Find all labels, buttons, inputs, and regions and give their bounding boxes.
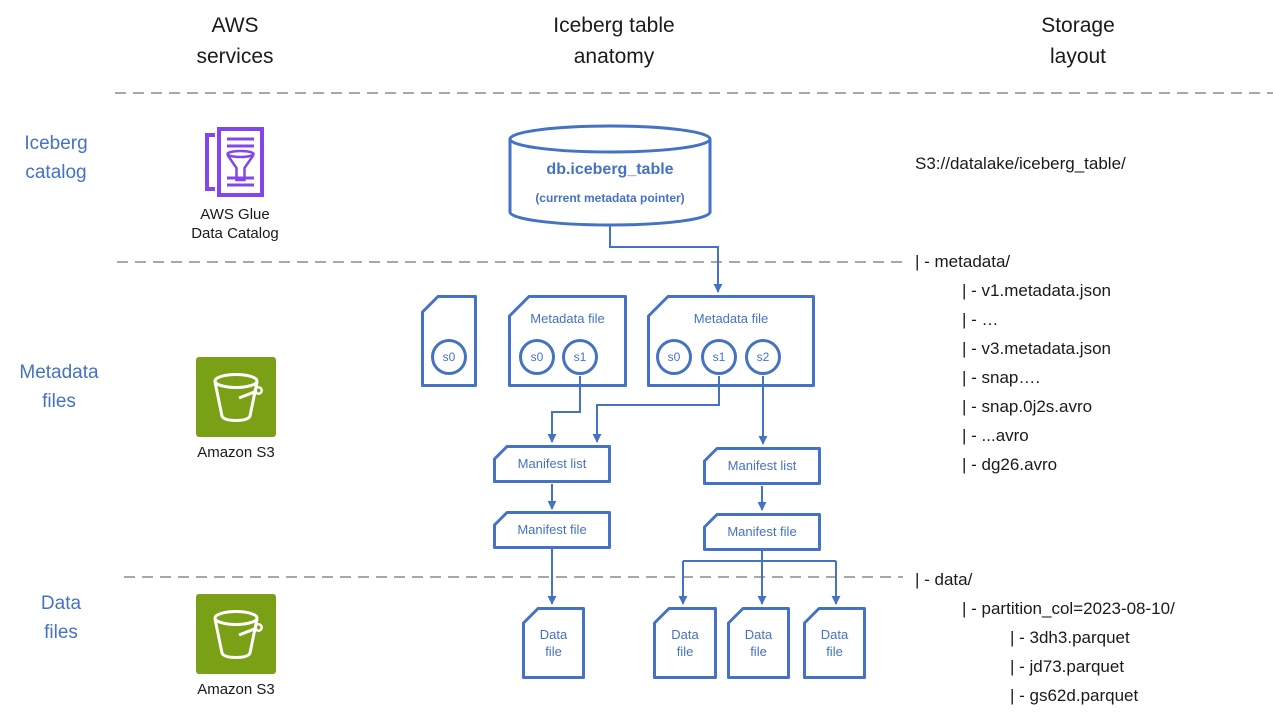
metadata-file-box-3: Metadata file s0 s1 s2 <box>647 295 815 387</box>
separator-header <box>115 92 1273 94</box>
tree-line: | - v3.metadata.json <box>962 339 1111 358</box>
s3-bucket-icon <box>196 357 276 437</box>
tree-line: | - partition_col=2023-08-10/ <box>962 599 1175 618</box>
s3-bucket-icon <box>196 594 276 674</box>
snapshot-circle: s1 <box>701 339 737 375</box>
cylinder-table-name: db.iceberg_table <box>546 161 674 178</box>
tree-line: | - data/ <box>915 570 973 589</box>
tree-line: | - jd73.parquet <box>1010 657 1125 676</box>
data-file-box-2: Data file <box>653 607 717 679</box>
catalog-table-cylinder: db.iceberg_table (current metadata point… <box>507 123 713 227</box>
data-file-label: Data file <box>671 627 699 659</box>
data-file-label: Data file <box>820 627 849 659</box>
data-file-box-1: Data file <box>522 607 585 679</box>
manifest-file-label: Manifest file <box>517 522 587 537</box>
column-header-aws-services: AWS services <box>196 14 274 68</box>
tree-line: | - dg26.avro <box>962 455 1058 474</box>
snapshot-circle: s0 <box>431 339 467 375</box>
storage-metadata-tree: | - metadata/ | - v1.metadata.json | - …… <box>915 247 1111 479</box>
metadata-file-box-1: s0 <box>421 295 477 387</box>
manifest-file-box-1: Manifest file <box>493 511 611 549</box>
metadata-file-box-2: Metadata file s0 s1 <box>508 295 627 387</box>
manifest-list-label: Manifest list <box>517 456 587 471</box>
tree-line: | - metadata/ <box>915 252 1011 271</box>
row-label-metadata-files: Metadata files <box>19 362 99 412</box>
tree-line: | - gs62d.parquet <box>1010 686 1139 705</box>
row-label-data-files: Data files <box>40 593 82 643</box>
snapshot-circle: s0 <box>519 339 555 375</box>
tree-line: | - … <box>962 310 999 329</box>
data-file-box-3: Data file <box>727 607 790 679</box>
column-header-storage-layout: Storage layout <box>1041 14 1115 68</box>
metadata-file-label: Metadata file <box>693 311 769 326</box>
s3-caption-data: Amazon S3 <box>197 681 275 698</box>
manifest-list-label: Manifest list <box>727 458 797 473</box>
glue-data-catalog-caption: AWS Glue Data Catalog <box>191 206 279 242</box>
manifest-list-box-2: Manifest list <box>703 447 821 485</box>
manifest-file-box-2: Manifest file <box>703 513 821 551</box>
separator-metadata-data <box>124 576 903 578</box>
s3-caption-metadata: Amazon S3 <box>197 444 275 461</box>
tree-line: | - v1.metadata.json <box>962 281 1111 300</box>
row-label-iceberg-catalog: Iceberg catalog <box>24 133 88 183</box>
manifest-file-label: Manifest file <box>727 524 797 539</box>
snapshot-circle: s1 <box>562 339 598 375</box>
separator-catalog-metadata <box>117 261 903 263</box>
tree-line: | - 3dh3.parquet <box>1010 628 1130 647</box>
storage-root-path: S3://datalake/iceberg_table/ <box>915 154 1126 173</box>
tree-line: | - snap…. <box>962 368 1041 387</box>
cylinder-subtitle: (current metadata pointer) <box>535 191 685 205</box>
glue-data-catalog-icon <box>202 127 264 197</box>
metadata-file-label: Metadata file <box>530 311 605 326</box>
tree-line: | - ...avro <box>962 426 1029 445</box>
column-header-iceberg-anatomy: Iceberg table anatomy <box>553 14 675 68</box>
snapshot-circle: s0 <box>656 339 692 375</box>
storage-data-tree: | - data/ | - partition_col=2023-08-10/ … <box>915 565 1175 710</box>
manifest-list-box-1: Manifest list <box>493 445 611 483</box>
tree-line: | - snap.0j2s.avro <box>962 397 1093 416</box>
snapshot-circle: s2 <box>745 339 781 375</box>
data-file-label: Data file <box>539 627 568 659</box>
data-file-box-4: Data file <box>803 607 866 679</box>
data-file-label: Data file <box>744 627 773 659</box>
